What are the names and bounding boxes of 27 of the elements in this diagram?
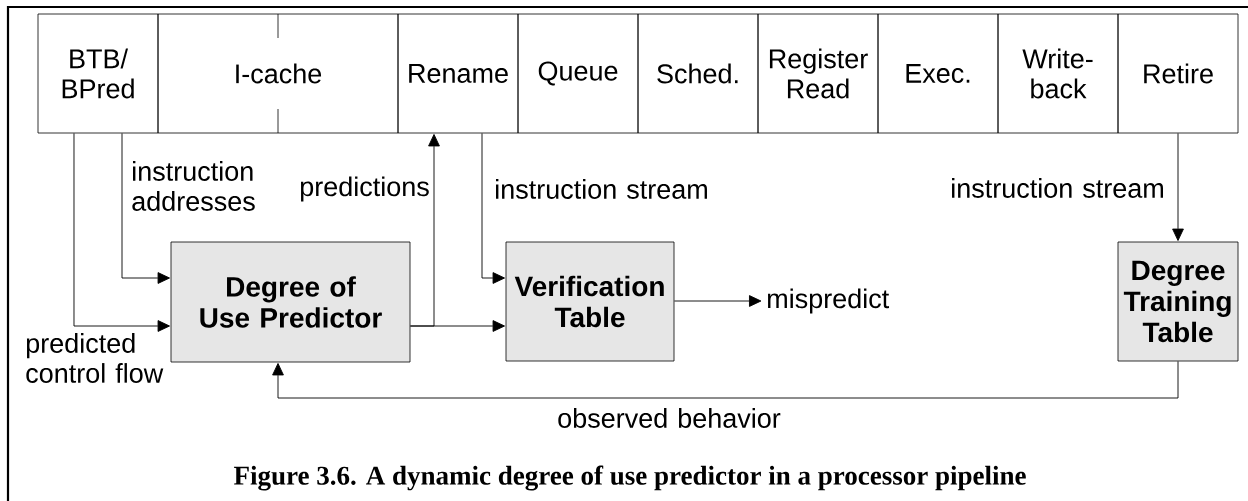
pipeline-stage-box: I-cache [157, 13, 399, 134]
arrow [121, 132, 170, 284]
pipeline-stage-box: Rename [397, 13, 519, 134]
figure-caption: Figure 3.6. A dynamic degree of use predictor in a processor pipeline [234, 465, 1026, 491]
edge-label: observed behavior [558, 408, 781, 428]
edge-label: instruction stream [496, 179, 707, 199]
edge-label: predictions [300, 176, 429, 202]
pipeline-stage-box: Retire [1117, 13, 1239, 134]
pipeline-stage-box: Queue [517, 13, 639, 134]
table-box: Degree Training Table [1117, 241, 1239, 362]
edge-label: instruction stream [952, 178, 1163, 198]
arrow [272, 360, 1179, 399]
table-box: Degree of Use Predictor [170, 241, 411, 363]
arrow [73, 132, 170, 332]
pipeline-stage-box: BTB/ BPred [37, 13, 159, 134]
arrow [481, 132, 505, 284]
pipeline-stage-box: Register Read [757, 13, 879, 134]
edge-label: predicted control flow [26, 333, 164, 383]
arrow [673, 295, 762, 307]
pipeline-stage-box: Write-back [997, 13, 1119, 134]
pipeline-stage-box: Exec. [877, 13, 999, 134]
edge-label: instruction addresses [132, 161, 255, 211]
pipeline-stage-box: Sched. [637, 13, 759, 134]
output-label: mispredict [768, 288, 889, 314]
arrow [1172, 132, 1184, 241]
arrow [409, 320, 505, 332]
table-box: Verification Table [505, 241, 675, 362]
